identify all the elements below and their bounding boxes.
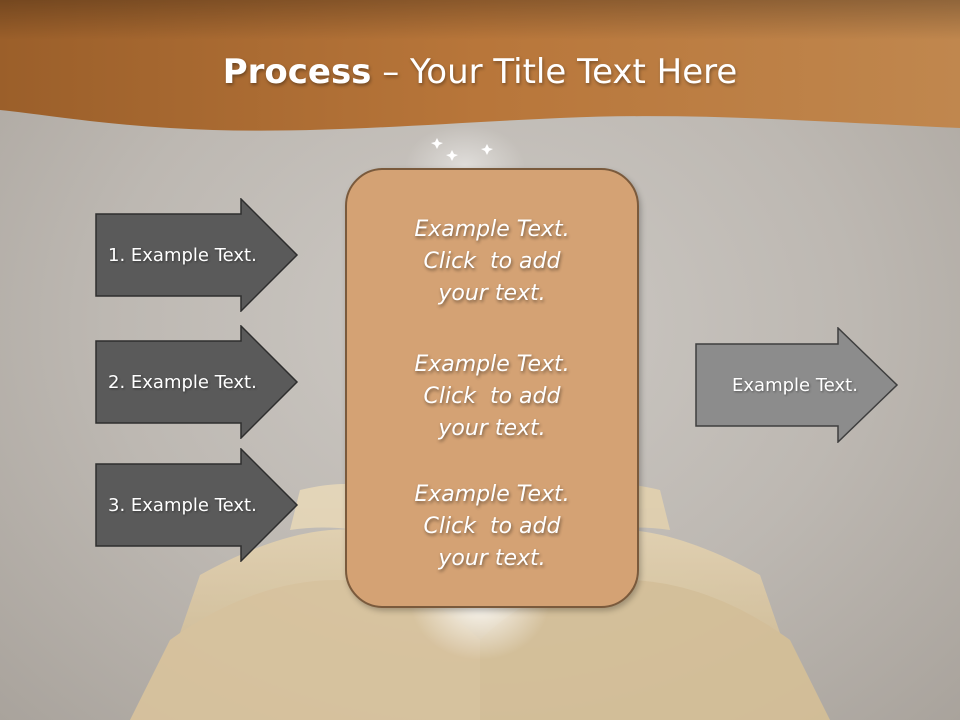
process-arrow-2[interactable]: 2. Example Text.	[95, 325, 299, 439]
text-line: Example Text.	[414, 482, 570, 507]
arrow-right-icon	[695, 327, 899, 443]
arrow-label: 2. Example Text.	[108, 371, 257, 393]
title-rest: – Your Title Text Here	[371, 52, 738, 92]
text-block-1: Example Text. Click to add your text.	[347, 214, 637, 310]
arrow-right-icon	[95, 325, 299, 439]
text-line: your text.	[438, 416, 546, 441]
text-line: Click to add	[423, 384, 561, 409]
result-arrow[interactable]: Example Text.	[695, 327, 899, 443]
process-arrow-3[interactable]: 3. Example Text.	[95, 448, 299, 562]
title-bold: Process	[222, 52, 372, 92]
text-line: your text.	[438, 281, 546, 306]
text-block-3: Example Text. Click to add your text.	[347, 479, 637, 575]
arrow-label: 3. Example Text.	[108, 494, 257, 516]
arrow-right-icon	[95, 448, 299, 562]
text-line: Example Text.	[414, 217, 570, 242]
text-line: Example Text.	[414, 352, 570, 377]
center-text-box[interactable]: Example Text. Click to add your text. Ex…	[345, 168, 639, 608]
text-line: Click to add	[423, 514, 561, 539]
text-block-2: Example Text. Click to add your text.	[347, 349, 637, 445]
arrow-label: Example Text.	[732, 374, 858, 396]
arrow-right-icon	[95, 198, 299, 312]
sparkle-icons	[431, 138, 493, 161]
text-line: your text.	[438, 546, 546, 571]
process-arrow-1[interactable]: 1. Example Text.	[95, 198, 299, 312]
page-title: Process – Your Title Text Here	[0, 52, 960, 92]
arrow-label: 1. Example Text.	[108, 244, 257, 266]
text-line: Click to add	[423, 249, 561, 274]
